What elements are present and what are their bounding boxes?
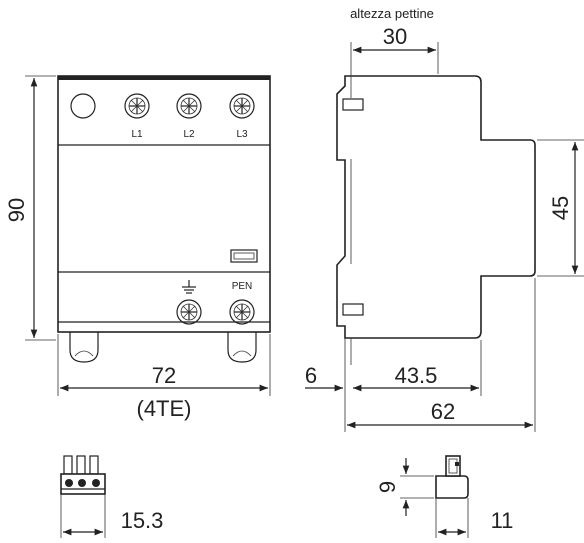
dimension-width: 72 (4TE) (57, 334, 271, 421)
front-body (57, 75, 271, 333)
dimension-connector-width: 15.3 (60, 494, 164, 538)
terminal-l1 (124, 93, 150, 119)
label-pen: PEN (232, 281, 253, 292)
comb-note: altezza pettine (350, 6, 434, 21)
comb-connector (60, 455, 106, 495)
front-view: L1 L2 L3 PEN (57, 75, 271, 363)
terminal-pen (229, 299, 255, 325)
label-l1: L1 (131, 129, 143, 140)
depth-total-value: 62 (431, 399, 455, 424)
dimension-height: 90 (4, 75, 56, 341)
comb-height-value: 30 (383, 24, 407, 49)
connector-width-value: 15.3 (121, 508, 164, 533)
terminal-ground (176, 299, 202, 325)
status-window (230, 249, 258, 263)
dimension-depth-front: 43.5 (353, 340, 482, 396)
dimension-clip-height: 9 (375, 458, 434, 516)
depth-front-value: 43.5 (395, 363, 438, 388)
side-view (336, 75, 536, 365)
clip-height-value: 9 (375, 481, 400, 493)
width-value: 72 (152, 363, 176, 388)
rail-clip-right (227, 332, 257, 363)
status-indicator-icon (70, 93, 96, 119)
rail-latch-bottom (342, 303, 364, 316)
rail-offset-value: 6 (305, 363, 317, 388)
height-value: 90 (4, 198, 29, 222)
clip-detail (435, 455, 469, 499)
dimension-right-height: 45 (537, 139, 584, 277)
side-profile (336, 75, 536, 339)
dimension-comb-height: 30 (350, 24, 439, 98)
right-height-value: 45 (548, 196, 573, 220)
rail-latch-top (342, 98, 364, 111)
terminal-l2 (176, 93, 202, 119)
rail-clip-left (69, 332, 99, 363)
width-units: (4TE) (137, 396, 192, 421)
terminal-l3 (229, 93, 255, 119)
ground-icon (182, 280, 196, 294)
clip-width-value: 11 (491, 508, 514, 533)
dimension-rail-offset: 6 (305, 363, 343, 392)
dimension-clip-width: 11 (435, 498, 514, 538)
label-l2: L2 (183, 129, 195, 140)
dimension-depth-total: 62 (344, 278, 536, 432)
label-l3: L3 (236, 129, 248, 140)
